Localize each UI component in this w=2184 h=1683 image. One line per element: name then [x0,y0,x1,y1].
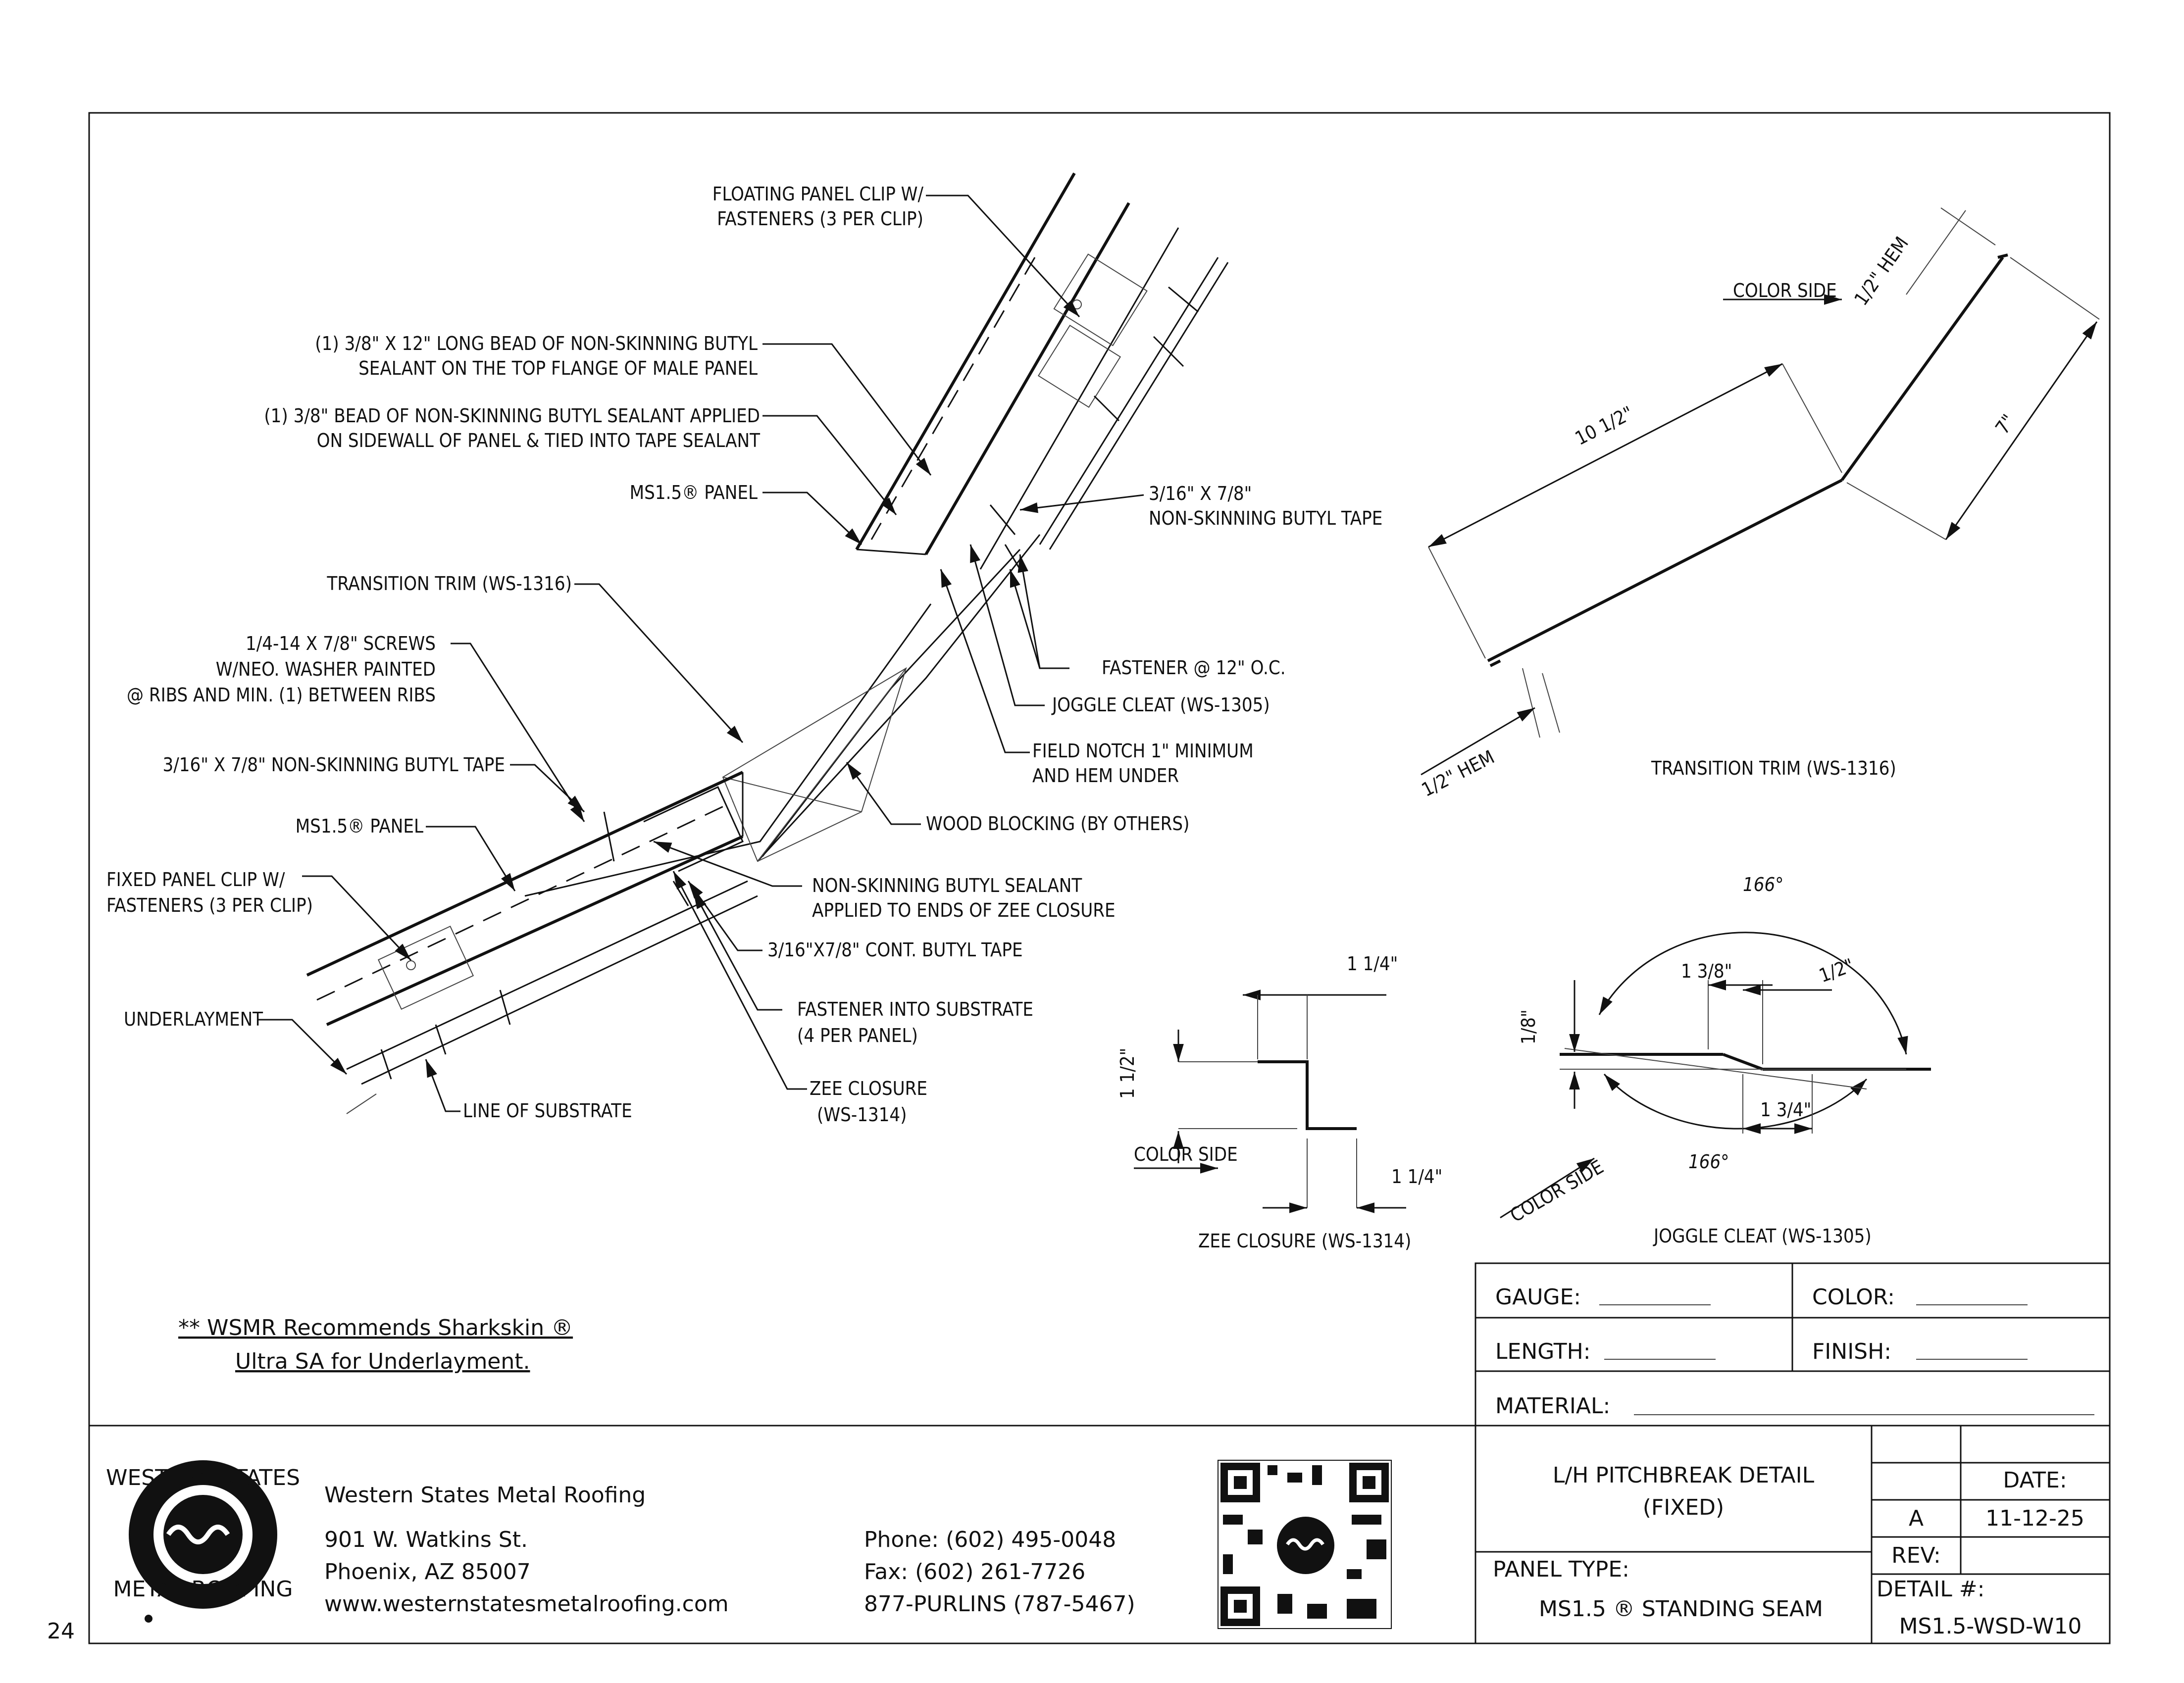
callout-screws-2: W/NEO. WASHER PAINTED [216,658,436,680]
logo-text-bottom: METAL ROOFING [113,1577,293,1602]
transition-hem-bottom: 1/2" HEM [1418,746,1498,801]
callout-screws-3: @ RIBS AND MIN. (1) BETWEEN RIBS [127,684,436,706]
date-value: 11-12-25 [1985,1506,2084,1531]
callout-butyl-tape-top-2: NON-SKINNING BUTYL TAPE [1149,507,1382,529]
color-label: COLOR: [1812,1285,1895,1310]
company-address-1: 901 W. Watkins St. [324,1527,528,1552]
page-number: 24 [47,1619,75,1644]
underlayment-note-2: Ultra SA for Underlayment. [235,1349,530,1374]
zee-dim-top: 1 1/4" [1347,953,1398,975]
panel-type-label: PANEL TYPE: [1493,1557,1629,1582]
callout-ms15-panel-top: MS1.5® PANEL [630,482,758,503]
callout-screws-1: 1/4-14 X 7/8" SCREWS [246,633,436,654]
callout-wood-blocking: WOOD BLOCKING (BY OTHERS) [926,813,1189,835]
company-purlins: 877-PURLINS (787-5467) [864,1591,1135,1617]
joggle-dim-a: 1 3/8" [1681,960,1732,982]
callout-fastener-substrate-2: (4 PER PANEL) [797,1025,918,1046]
callout-bead-sidewall-2: ON SIDEWALL OF PANEL & TIED INTO TAPE SE… [317,430,761,451]
callout-bead-12-1: (1) 3/8" X 12" LONG BEAD OF NON-SKINNING… [315,333,758,354]
transition-color-side: COLOR SIDE [1733,280,1837,301]
rev-label: REV: [1891,1543,1941,1568]
rev-letter: A [1909,1506,1924,1531]
callout-bead-12-2: SEALANT ON THE TOP FLANGE OF MALE PANEL [358,357,758,379]
transition-trim-detail [1421,207,2100,776]
detail-title-2: (FIXED) [1643,1495,1724,1520]
company-website[interactable]: www.westernstatesmetalroofing.com [324,1591,729,1617]
company-fax: Fax: (602) 261-7726 [864,1559,1085,1584]
company-phone: Phone: (602) 495-0048 [864,1527,1116,1552]
transition-caption: TRANSITION TRIM (WS-1316) [1651,757,1896,779]
joggle-cleat-detail [1500,932,1931,1219]
callout-underlayment: UNDERLAYMENT [124,1008,263,1030]
zee-closure-detail [1134,990,1406,1213]
transition-dim-long: 10 1/2" [1572,402,1636,449]
detail-number-label: DETAIL #: [1877,1577,1984,1602]
date-label: DATE: [2003,1468,2067,1493]
zee-dim-left: 1 1/2" [1117,1048,1138,1099]
callout-fastener-12oc: FASTENER @ 12" O.C. [1102,657,1286,679]
callout-bead-sidewall-1: (1) 3/8" BEAD OF NON-SKINNING BUTYL SEAL… [264,405,760,427]
callout-field-notch-2: AND HEM UNDER [1032,765,1179,787]
logo-text-top: WESTERN STATES [106,1465,300,1490]
transition-hem-top: 1/2" HEM [1850,233,1913,309]
joggle-dim-b: 1/2" [1816,954,1857,987]
qr-code [1218,1460,1392,1629]
callout-joggle-cleat: JOGGLE CLEAT (WS-1305) [1051,694,1270,716]
main-assembly [257,172,1229,1114]
transition-dim-short: 7" [1991,410,2020,438]
title-block [1474,1426,2110,1643]
callout-sealant-ends-1: NON-SKINNING BUTYL SEALANT [812,875,1082,896]
company-logo [129,1460,277,1623]
finish-label: FINISH: [1812,1339,1891,1364]
joggle-dim-d: 1 3/4" [1760,1099,1811,1121]
joggle-caption: JOGGLE CLEAT (WS-1305) [1653,1225,1872,1247]
underlayment-note-1: ** WSMR Recommends Sharkskin ® [178,1315,573,1340]
callout-zee-closure-2: (WS-1314) [817,1104,907,1126]
callout-floating-clip-1: FLOATING PANEL CLIP W/ [712,183,924,205]
detail-number: MS1.5-WSD-W10 [1899,1614,2082,1639]
zee-caption: ZEE CLOSURE (WS-1314) [1198,1230,1411,1252]
joggle-dim-c: 1/8" [1518,1009,1539,1044]
callout-fixed-clip-1: FIXED PANEL CLIP W/ [106,869,285,891]
callout-sealant-ends-2: APPLIED TO ENDS OF ZEE CLOSURE [812,899,1116,921]
callout-floating-clip-2: FASTENERS (3 PER CLIP) [717,208,923,230]
company-address-2: Phoenix, AZ 85007 [324,1559,531,1584]
callout-ms15-panel-bottom: MS1.5® PANEL [296,815,423,837]
joggle-angle-bottom: 166° [1688,1151,1729,1173]
callout-line-substrate: LINE OF SUBSTRATE [463,1100,632,1122]
callout-field-notch-1: FIELD NOTCH 1" MINIMUM [1032,740,1254,762]
callout-fastener-substrate-1: FASTENER INTO SUBSTRATE [797,998,1033,1020]
gauge-label: GAUGE: [1495,1285,1581,1310]
callout-fixed-clip-2: FASTENERS (3 PER CLIP) [106,894,313,916]
callout-butyl-tape-left: 3/16" X 7/8" NON-SKINNING BUTYL TAPE [162,754,505,776]
callout-cont-butyl: 3/16"X7/8" CONT. BUTYL TAPE [767,939,1023,961]
callout-zee-closure-1: ZEE CLOSURE [810,1078,927,1099]
sheet-border [88,112,2111,1644]
company-name: Western States Metal Roofing [324,1483,646,1508]
length-label: LENGTH: [1495,1339,1591,1364]
joggle-angle-top: 166° [1743,874,1783,895]
spec-box [1474,1262,2111,1427]
panel-type-value: MS1.5 ® STANDING SEAM [1539,1596,1823,1622]
zee-color-side: COLOR SIDE [1134,1143,1238,1165]
material-label: MATERIAL: [1495,1393,1610,1419]
detail-title-1: L/H PITCHBREAK DETAIL [1553,1463,1815,1488]
zee-dim-bottom: 1 1/4" [1391,1166,1442,1188]
callout-transition-trim: TRANSITION TRIM (WS-1316) [326,573,572,594]
callout-butyl-tape-top-1: 3/16" X 7/8" [1149,483,1252,504]
joggle-color-side: COLOR SIDE [1507,1156,1608,1227]
